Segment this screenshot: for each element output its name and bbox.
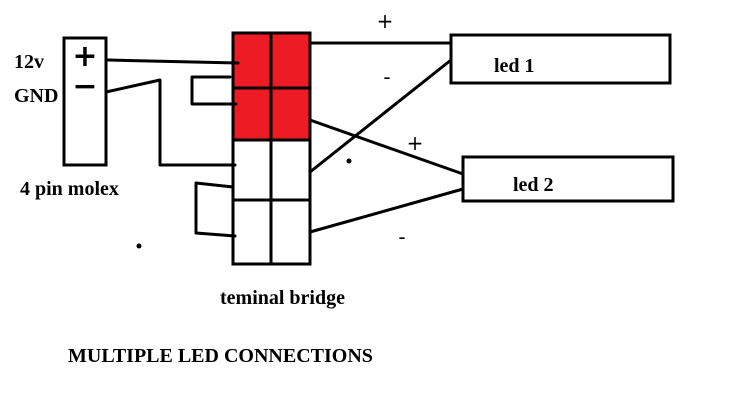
bridge-cell-r4-c2: [269, 198, 312, 266]
wire-bridge-to-led2-plus: [308, 118, 465, 176]
led1-minus-mark: -: [383, 65, 390, 89]
wire-gnd-to-bridge: [104, 78, 237, 167]
led2-minus-mark: -: [398, 225, 405, 249]
led2-box: [461, 155, 675, 203]
wire-bridge-to-led1-minus: [308, 58, 453, 174]
wire-bridge-jumper-top: [190, 75, 238, 106]
stray-dot: [346, 158, 352, 164]
bridge-cell-r3-c2: [269, 138, 312, 202]
led1-plus-mark: +: [377, 9, 394, 33]
led2-plus-mark: +: [407, 131, 424, 155]
molex-minus-symbol: −: [72, 69, 97, 104]
led2-label: led 2: [513, 174, 554, 196]
bridge-cell-r4-c1: [231, 198, 273, 266]
molex-connector: [62, 36, 108, 167]
wire-bridge-jumper-bottom: [194, 181, 237, 238]
bridge-cell-r1-c1: [231, 31, 273, 90]
diagram-caption: MULTIPLE LED CONNECTIONS: [68, 345, 373, 367]
connector-label: 4 pin molex: [20, 178, 119, 200]
molex-plus-symbol: +: [72, 39, 97, 74]
bridge-cell-r2-c2: [269, 86, 312, 142]
supply-voltage-label: 12v: [14, 51, 44, 73]
bridge-cell-r1-c2: [269, 31, 312, 90]
bridge-cell-r2-c1: [231, 86, 273, 142]
bridge-cell-r3-c1: [231, 138, 273, 202]
wire-bridge-to-led2-minus: [308, 187, 465, 234]
stray-dot: [136, 243, 142, 249]
wire-12v-to-bridge: [106, 58, 240, 65]
led1-label: led 1: [494, 55, 535, 77]
bridge-label: teminal bridge: [220, 287, 345, 309]
ground-label: GND: [14, 85, 58, 107]
led1-box: [449, 33, 672, 85]
